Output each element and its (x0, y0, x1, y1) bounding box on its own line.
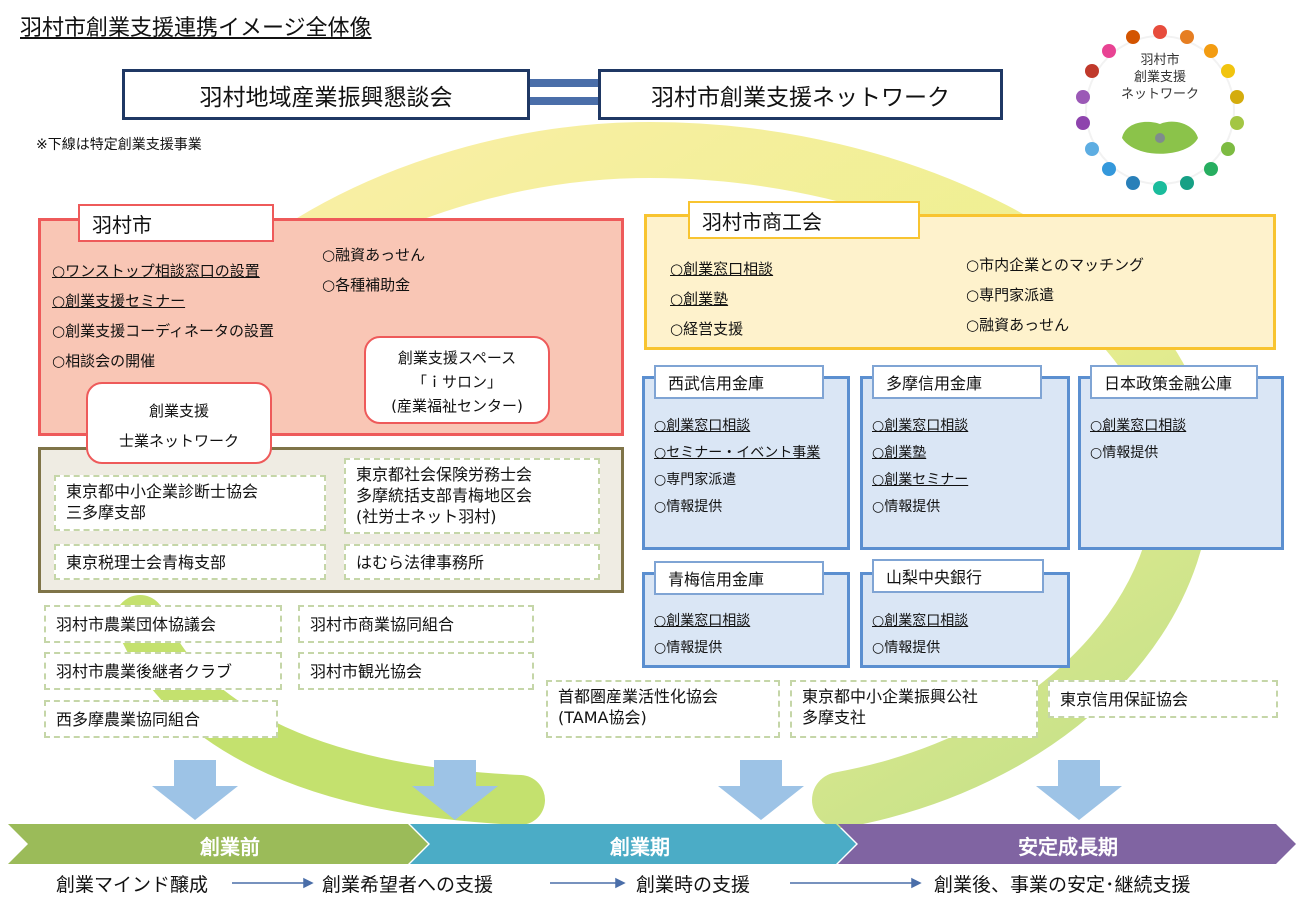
logo-line: 創業支援 (1133, 70, 1186, 85)
org-line: (社労士ネット羽村) (356, 507, 497, 526)
bank-item: ○専門家派遣 (654, 472, 737, 488)
bank-label: 山梨中央銀行 (872, 559, 1044, 593)
people-ring-icon (1076, 25, 1244, 195)
space-line: 「ｉサロン」 (411, 373, 502, 391)
page-title: 羽村市創業支援連携イメージ全体像 (20, 16, 372, 41)
bank-item: ○創業塾 (872, 445, 927, 461)
phase-chevron (838, 824, 1296, 864)
chamber-item: ○創業窓口相談 (670, 260, 774, 278)
network-logo: 羽村市 創業支援 ネットワーク (1060, 12, 1260, 208)
space-box: 創業支援スペース 「ｉサロン」 (産業福祉センター) (364, 336, 550, 424)
org-line: 東京都社会保険労務士会 (356, 465, 533, 484)
bank-label: 西武信用金庫 (654, 365, 824, 399)
city-item: ○融資あっせん (322, 246, 426, 264)
city-item: ○創業支援セミナー (52, 292, 186, 310)
underline-note: ※下線は特定創業支援事業 (36, 137, 202, 153)
bank-item: ○情報提供 (1090, 445, 1159, 461)
network-line: 士業ネットワーク (118, 432, 239, 450)
bank-item: ○創業窓口相談 (654, 613, 751, 629)
bank-label: 多摩信用金庫 (872, 365, 1042, 399)
phase-chevron (410, 824, 856, 864)
bank-item: ○創業窓口相談 (872, 613, 969, 629)
space-line: 創業支援スペース (397, 349, 517, 367)
org-law-office: はむら法律事務所 (344, 544, 600, 580)
city-item: ○ワンストップ相談窓口の設置 (52, 262, 260, 280)
council-box: 羽村地域産業振興懇談会 (122, 69, 530, 120)
chamber-item: ○融資あっせん (966, 316, 1070, 334)
phase-chevron (8, 824, 428, 864)
local-org: 羽村市農業後継者クラブ (44, 652, 282, 690)
org-line: (TAMA協会) (558, 708, 647, 727)
city-item: ○各種補助金 (322, 276, 411, 294)
bank-item: ○情報提供 (654, 499, 723, 515)
stage-arrows (232, 877, 922, 889)
city-item: ○相談会の開催 (52, 352, 156, 370)
down-arrow-icon (152, 760, 238, 820)
stage-label: 創業希望者への支援 (322, 874, 494, 896)
stage-label: 創業後、事業の安定･継続支援 (934, 874, 1191, 896)
org-line: 東京都中小企業診断士協会 (66, 482, 259, 501)
connector-bar (530, 97, 598, 105)
bank-item: ○創業窓口相談 (654, 418, 751, 434)
chamber-item: ○経営支援 (670, 320, 744, 338)
bank-item: ○セミナー・イベント事業 (654, 445, 821, 461)
city-item: ○創業支援コーディネータの設置 (52, 322, 275, 340)
network-box: 羽村市創業支援ネットワーク (598, 69, 1003, 120)
local-org: 羽村市農業団体協議会 (44, 605, 282, 643)
connector-bar (530, 79, 598, 87)
org-hosho: 東京信用保証協会 (1048, 680, 1278, 718)
down-arrow-icon (412, 760, 498, 820)
bank-item: ○情報提供 (872, 499, 941, 515)
local-org: 羽村市観光協会 (298, 652, 534, 690)
phase-label: 創業期 (610, 835, 670, 859)
org-line: 多摩統括支部青梅地区会 (356, 486, 533, 505)
chamber-item: ○創業塾 (670, 290, 729, 308)
bank-item: ○情報提供 (872, 640, 941, 656)
org-line: 三多摩支部 (66, 503, 147, 522)
org-shindanshi: 東京都中小企業診断士協会 三多摩支部 (54, 475, 326, 531)
bank-label: 日本政策金融公庫 (1090, 365, 1258, 399)
local-org: 羽村市商業協同組合 (298, 605, 534, 643)
org-line: 多摩支社 (802, 708, 867, 727)
shigyo-network-box: 創業支援 士業ネットワーク (86, 382, 272, 464)
hamura-city-label: 羽村市 (78, 204, 274, 242)
phase-label: 安定成長期 (1018, 835, 1118, 859)
bank-panel-jfc (1078, 376, 1284, 550)
bank-item: ○創業窓口相談 (1090, 418, 1187, 434)
logo-line: 羽村市 (1140, 53, 1180, 68)
stage-label: 創業マインド醸成 (56, 874, 209, 896)
chamber-item: ○市内企業とのマッチング (966, 256, 1144, 274)
org-line: 首都圏産業活性化協会 (558, 687, 719, 706)
org-kousha: 東京都中小企業振興公社 多摩支社 (790, 680, 1038, 738)
bank-item: ○創業窓口相談 (872, 418, 969, 434)
org-zeirishi: 東京税理士会青梅支部 (54, 544, 326, 580)
phase-band (8, 824, 1296, 864)
down-arrow-icon (718, 760, 804, 820)
bank-item: ○創業セミナー (872, 472, 969, 488)
bank-item: ○情報提供 (654, 640, 723, 656)
bank-panel-seibu (642, 376, 850, 550)
org-tama-kyokai: 首都圏産業活性化協会 (TAMA協会) (546, 680, 780, 738)
phase-label: 創業前 (200, 835, 260, 859)
chamber-label: 羽村市商工会 (688, 201, 920, 239)
network-line: 創業支援 (148, 402, 209, 420)
space-line: (産業福祉センター) (391, 397, 523, 415)
chamber-item: ○専門家派遣 (966, 286, 1055, 304)
stage-label: 創業時の支援 (636, 874, 751, 896)
logo-line: ネットワーク (1120, 87, 1199, 102)
org-line: 東京都中小企業振興公社 (802, 687, 979, 706)
local-org: 西多摩農業協同組合 (44, 700, 278, 738)
org-sharoushi: 東京都社会保険労務士会 多摩統括支部青梅地区会 (社労士ネット羽村) (344, 458, 600, 534)
down-arrow-icon (1036, 760, 1122, 820)
bank-label: 青梅信用金庫 (654, 561, 824, 595)
